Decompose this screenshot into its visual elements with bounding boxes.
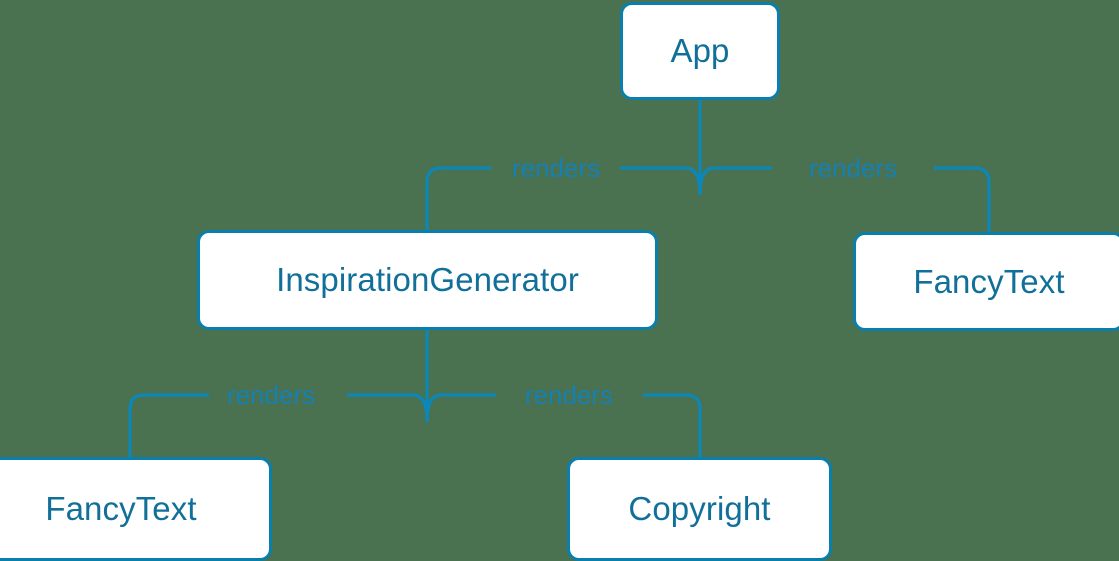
node-fancytext-bottom-left[interactable]: FancyText bbox=[0, 457, 272, 561]
edge-app-trunk-right bbox=[698, 166, 772, 196]
edge-inspiration-trunk bbox=[347, 330, 429, 423]
edge-inspiration-trunk-right bbox=[425, 393, 496, 423]
node-app[interactable]: App bbox=[620, 2, 780, 100]
node-copyright[interactable]: Copyright bbox=[567, 457, 832, 561]
edge-label-app-to-fancytext-right: renders bbox=[808, 153, 898, 183]
edge-app-to-fancytext-right bbox=[934, 166, 991, 232]
edge-inspiration-to-copyright bbox=[643, 393, 702, 457]
edge-label-app-to-inspiration-generator: renders bbox=[511, 153, 601, 183]
edge-label-inspiration-to-fancytext: renders bbox=[226, 380, 316, 410]
edge-label-inspiration-to-copyright: renders bbox=[524, 380, 614, 410]
edge-app-to-inspiration-generator bbox=[425, 166, 491, 230]
node-inspiration-generator[interactable]: InspirationGenerator bbox=[197, 230, 658, 330]
edge-inspiration-to-fancytext bbox=[128, 393, 209, 457]
node-fancytext-right[interactable]: FancyText bbox=[853, 232, 1119, 331]
